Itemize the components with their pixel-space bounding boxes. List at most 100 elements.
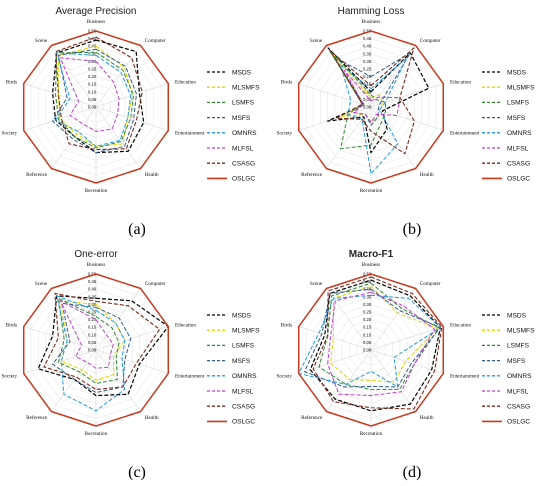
radar-chart-c: One-error0.500.450.400.350.300.250.200.1…	[1, 249, 260, 481]
tick-label: 0.30	[363, 59, 372, 64]
series-lsmfs	[318, 282, 440, 391]
tick-label: 0.00	[88, 105, 97, 110]
series-mlsmfs	[59, 300, 126, 381]
legend-label: MLSMFS	[232, 85, 260, 92]
legend-label: MSFS	[507, 115, 526, 122]
tick-label: 0.40	[363, 44, 372, 49]
axis-label: Scene	[35, 281, 48, 287]
legend-label: CSASG	[232, 404, 255, 411]
axis-label: Recreation	[85, 188, 108, 194]
axis-label: Society	[1, 131, 17, 137]
tick-label: 0.05	[363, 97, 372, 102]
axis-spoke	[23, 83, 97, 108]
series-msds	[309, 279, 441, 412]
series-csasg	[312, 276, 443, 410]
axis-label: Scene	[310, 281, 323, 287]
legend-label: LSMFS	[232, 343, 255, 350]
chart-title-c: One-error	[74, 249, 118, 260]
series-oslgc	[297, 30, 445, 184]
tick-label: 0.10	[88, 89, 97, 94]
tick-label: 0.05	[363, 340, 372, 345]
tick-label: 0.10	[88, 332, 97, 337]
axis-label: Health	[420, 172, 434, 178]
legend-label: LSMFS	[507, 100, 530, 107]
axis-label: Entertainment	[175, 131, 205, 137]
legend-label: MSDS	[232, 69, 252, 76]
series-omnrs	[298, 294, 441, 388]
legend-label: OMNRS	[507, 373, 532, 380]
axis-spoke	[298, 83, 372, 108]
axis-label: Health	[145, 415, 159, 421]
chart-title-d: Macro-F1	[349, 249, 394, 260]
axis-label: Business	[362, 262, 380, 268]
axis-label: Scene	[35, 38, 48, 44]
tick-label: 0.30	[363, 302, 372, 307]
axis-spoke	[95, 349, 141, 412]
axis-spoke	[370, 83, 444, 108]
legend-label: MLSMFS	[507, 328, 535, 335]
series-msfs	[304, 288, 441, 388]
legend-label: OMNRS	[232, 130, 257, 137]
series-msfs	[52, 302, 132, 394]
legend-label: MSDS	[507, 69, 527, 76]
axis-spoke	[95, 106, 169, 131]
axis-label: Recreation	[360, 188, 383, 194]
axis-spoke	[23, 326, 97, 351]
legend-label: MLSMFS	[232, 328, 260, 335]
legend-label: MSFS	[232, 358, 251, 365]
panel-label-c: (c)	[128, 464, 146, 481]
panel-label-d: (d)	[403, 464, 422, 481]
axis-label: Entertainment	[450, 131, 480, 137]
series-oslgc	[297, 273, 445, 427]
series-oslgc	[22, 273, 170, 427]
tick-label: 0.00	[363, 105, 372, 110]
legend-label: OSLGC	[507, 419, 530, 426]
series-msfs	[52, 48, 137, 154]
axis-label: Education	[450, 79, 471, 85]
tick-label: 0.05	[88, 97, 97, 102]
axis-label: Education	[175, 79, 196, 85]
axis-spoke	[370, 106, 416, 169]
legend-label: MSFS	[232, 115, 251, 122]
axis-label: Society	[276, 131, 292, 137]
legend-label: MLFSL	[232, 145, 254, 152]
legend-label: OSLGC	[232, 419, 255, 426]
tick-label: 0.45	[363, 36, 372, 41]
tick-label: 0.40	[88, 44, 97, 49]
radar-chart-a: Average Precision0.500.450.400.350.300.2…	[1, 6, 260, 238]
panel-label-b: (b)	[403, 221, 422, 238]
tick-label: 0.15	[88, 325, 97, 330]
grid-c	[23, 273, 169, 427]
legend-label: OMNRS	[507, 130, 532, 137]
series-mlfsl	[59, 300, 114, 369]
axis-spoke	[298, 326, 372, 351]
axis-spoke	[95, 288, 141, 351]
axis-label: Computer	[145, 281, 166, 287]
axis-label: Birds	[281, 322, 292, 328]
axis-spoke	[95, 83, 169, 108]
legend-label: MLFSL	[232, 388, 254, 395]
axis-label: Society	[1, 374, 17, 380]
axis-label: Birds	[6, 79, 17, 85]
legend-label: MLFSL	[507, 388, 529, 395]
legend-label: OMNRS	[232, 373, 257, 380]
tick-label: 0.00	[363, 348, 372, 353]
series-csasg	[329, 47, 415, 155]
axis-spoke	[370, 326, 444, 351]
series-csasg	[55, 36, 143, 151]
axis-label: Recreation	[85, 431, 108, 437]
legend-label: MLFSL	[507, 145, 529, 152]
legend-label: MSDS	[232, 312, 252, 319]
axis-label: Entertainment	[175, 374, 205, 380]
series-csasg	[43, 292, 161, 391]
legend-label: LSMFS	[232, 100, 255, 107]
series-mlfsl	[327, 291, 436, 397]
radar-chart-b: Hamming Loss0.500.450.400.350.300.250.20…	[276, 6, 535, 238]
axis-label: Reference	[301, 414, 323, 421]
tick-label: 0.50	[88, 29, 97, 34]
axis-label: Scene	[310, 38, 323, 44]
